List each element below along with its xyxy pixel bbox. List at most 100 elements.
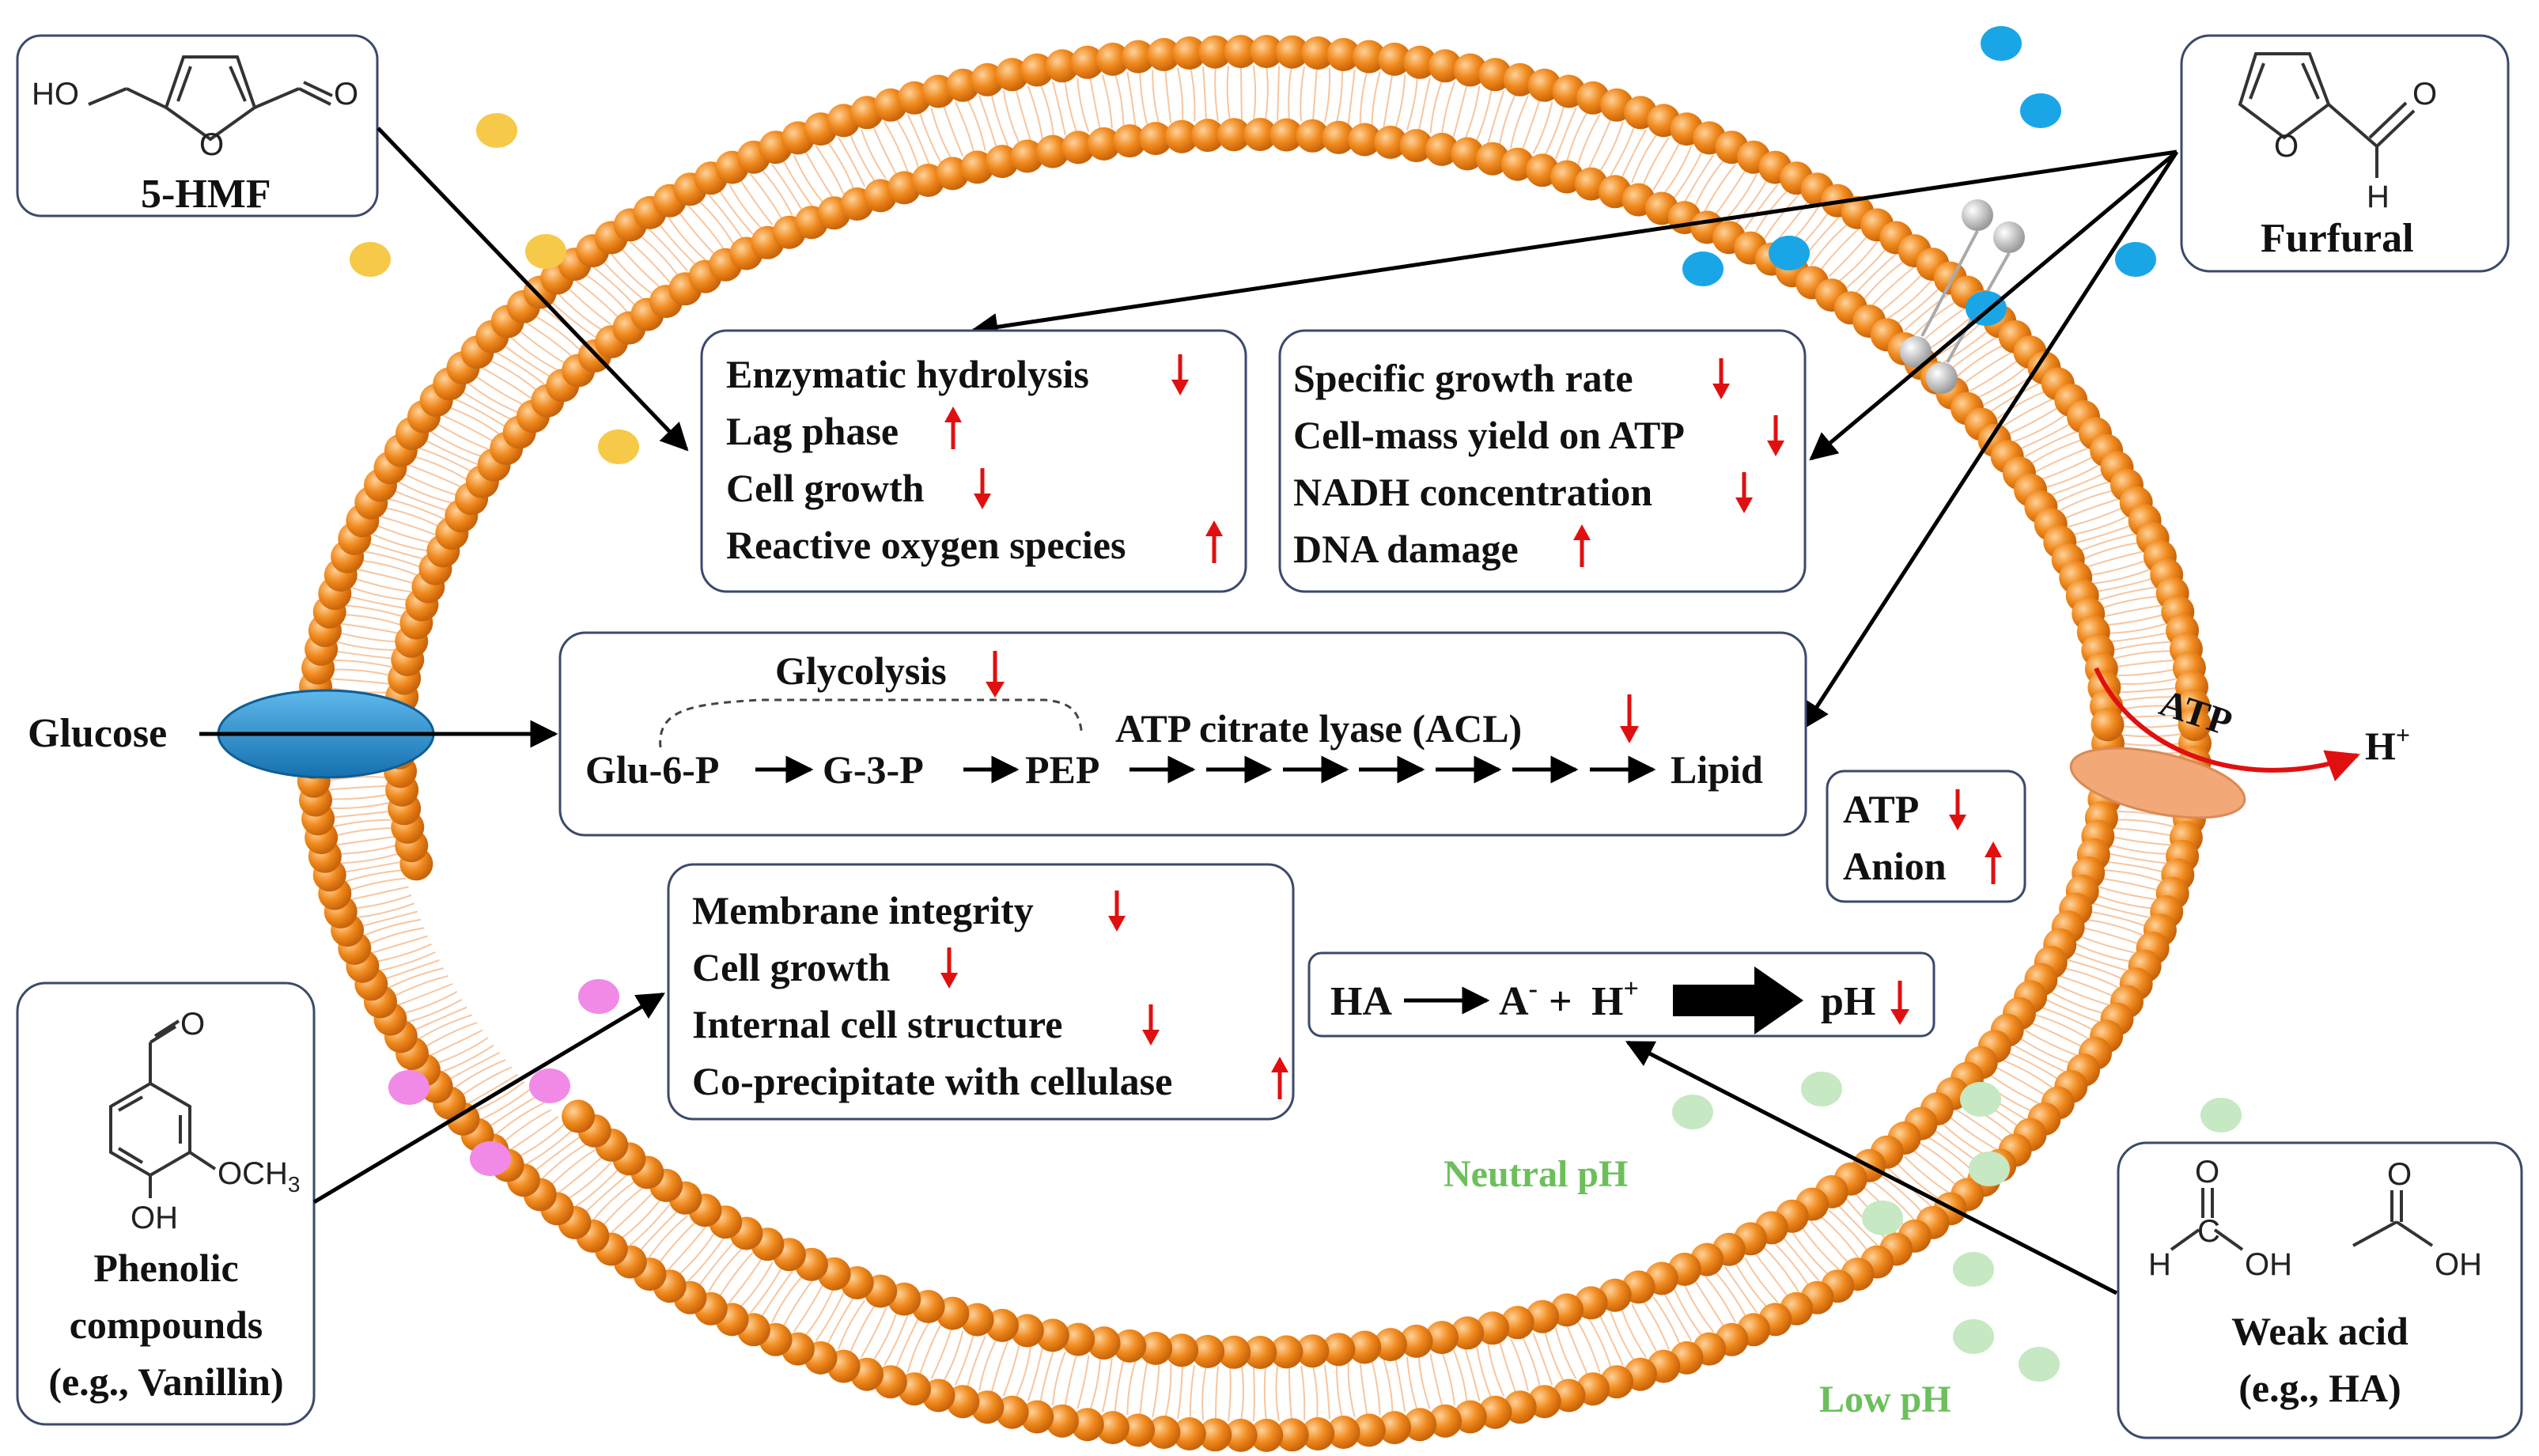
hmf-ho: HO bbox=[32, 77, 79, 112]
atp-anion-box: ATP Anion bbox=[1826, 770, 2026, 903]
anion-product: A- bbox=[1499, 974, 1538, 1024]
glycolysis-label: Glycolysis bbox=[775, 649, 947, 693]
atp-anion-item: Anion bbox=[1843, 844, 1947, 888]
acetic-oh: OH bbox=[2435, 1247, 2482, 1282]
vanillin-molecule-icon bbox=[109, 1019, 217, 1198]
acetic-o: O bbox=[2387, 1157, 2412, 1192]
atp-anion-trend-up-icon bbox=[1985, 841, 2002, 884]
furfural-effect-trend-down-icon bbox=[1712, 358, 1730, 399]
hmf-molecule-icon bbox=[88, 55, 333, 142]
furfural-effect-item: Specific growth rate bbox=[1293, 356, 1633, 400]
furfural-effect-trend-down-icon bbox=[1767, 415, 1784, 456]
furfural-particles bbox=[1682, 26, 2156, 326]
phenolic-effect-item: Internal cell structure bbox=[692, 1002, 1062, 1046]
ph-down-arrow bbox=[1890, 981, 1909, 1025]
hmf-effect-item: Cell growth bbox=[726, 466, 925, 510]
furfural-molecule-icon bbox=[2238, 52, 2416, 178]
formic-h: H bbox=[2148, 1247, 2171, 1282]
furfural-arrows bbox=[970, 149, 2179, 730]
acetic-acid-icon bbox=[2352, 1190, 2434, 1247]
phenolic-effect-item: Cell growth bbox=[692, 945, 891, 989]
furfural-effect-trend-up-icon bbox=[1573, 524, 1591, 567]
furfural-effect-item: DNA damage bbox=[1293, 527, 1519, 571]
lipid-tails bbox=[326, 65, 2181, 1422]
lipid-label: Lipid bbox=[1671, 747, 1763, 792]
phenolic-structure-box: O OCH3 OH Phenolic compounds (e.g., Vanill… bbox=[16, 981, 316, 1426]
formic-o: O bbox=[2195, 1155, 2219, 1189]
thick-arrow-icon bbox=[1673, 966, 1803, 1034]
hmf-effect-trend-down-icon bbox=[974, 468, 991, 509]
weak-acid-name-line: (e.g., HA) bbox=[2238, 1366, 2401, 1410]
pep-label: PEP bbox=[1025, 747, 1099, 792]
acid-reaction-box: HA A- + H+ pH bbox=[1307, 951, 1935, 1038]
vanillin-ald-o: O bbox=[180, 1007, 205, 1042]
phenolic-effect-item: Membrane integrity bbox=[692, 888, 1034, 932]
vanillin-och3: OCH3 bbox=[218, 1156, 300, 1197]
pathway-box: Glycolysis ATP citrate lyase (ACL) Glu-6… bbox=[558, 631, 1807, 837]
outer-lipid-heads bbox=[296, 35, 2212, 1452]
hmf-effect-item: Reactive oxygen species bbox=[726, 523, 1126, 567]
furfural-effect-item: NADH concentration bbox=[1293, 470, 1652, 514]
furfural-name: Furfural bbox=[2261, 216, 2414, 261]
phenolic-name-line: (e.g., Vanillin) bbox=[48, 1360, 283, 1404]
formic-acid-icon bbox=[2170, 1188, 2244, 1251]
furfural-effect-item: Cell-mass yield on ATP bbox=[1293, 413, 1685, 457]
hmf-effect-trend-down-icon bbox=[1171, 354, 1189, 395]
acl-down-arrow bbox=[1620, 694, 1639, 743]
phenolic-name-line: Phenolic bbox=[93, 1246, 238, 1290]
hmf-ald-o: O bbox=[334, 77, 358, 112]
atp-anion-trend-down-icon bbox=[1949, 789, 1966, 830]
glycolysis-bracket bbox=[659, 698, 1084, 748]
phenolic-effect-trend-down-icon bbox=[1142, 1004, 1160, 1046]
formic-oh: OH bbox=[2245, 1247, 2292, 1282]
acl-label: ATP citrate lyase (ACL) bbox=[1115, 706, 1522, 751]
hmf-particles bbox=[350, 113, 639, 464]
furfural-ring-o: O bbox=[2274, 129, 2299, 164]
proton-export-arrow bbox=[2094, 667, 2360, 781]
hmf-structure-box: HO O O 5-HMF bbox=[16, 34, 379, 217]
g3p-label: G-3-P bbox=[823, 747, 924, 792]
hmf-effect-item: Enzymatic hydrolysis bbox=[726, 352, 1089, 396]
weak-acid-particles bbox=[1672, 1072, 2242, 1382]
neutral-ph-label: Neutral pH bbox=[1444, 1153, 1628, 1195]
furfural-ald-o: O bbox=[2412, 77, 2437, 112]
phenolic-effect-trend-down-icon bbox=[1108, 891, 1126, 932]
low-ph-label: Low pH bbox=[1819, 1378, 1951, 1420]
phenolic-effect-trend-down-icon bbox=[940, 947, 958, 989]
weak-acid-structure-box: O H C OH O OH Weak acid (e.g., HA) bbox=[2117, 1141, 2523, 1439]
phenolic-effect-item: Co-precipitate with cellulase bbox=[692, 1059, 1172, 1103]
hmf-arrow bbox=[376, 127, 689, 452]
atp-anion-item: ATP bbox=[1843, 787, 1919, 831]
phenolic-name-line: compounds bbox=[70, 1303, 263, 1347]
hmf-ring-o: O bbox=[199, 127, 224, 162]
hmf-effect-trend-up-icon bbox=[944, 407, 962, 449]
furfural-h: H bbox=[2367, 180, 2390, 214]
furfural-structure-box: O O H Furfural bbox=[2180, 34, 2510, 273]
hmf-effect-trend-up-icon bbox=[1205, 520, 1223, 563]
proton-pump-icon bbox=[2069, 747, 2246, 819]
pump-atp-label: ATP bbox=[2155, 682, 2237, 744]
plus-sign: + bbox=[1549, 979, 1572, 1024]
weak-acid-arrow bbox=[1625, 1040, 2118, 1295]
phenolic-effect-trend-up-icon bbox=[1271, 1057, 1288, 1099]
vanillin-oh: OH bbox=[131, 1201, 178, 1235]
glucose-label: Glucose bbox=[28, 711, 167, 756]
glycolysis-down-arrow bbox=[986, 651, 1005, 698]
glu6p-label: Glu-6-P bbox=[585, 747, 719, 792]
cell-membrane bbox=[296, 35, 2212, 1452]
ph-label: pH bbox=[1821, 979, 1875, 1024]
proton-product: H+ bbox=[1591, 974, 1639, 1024]
formic-c: C bbox=[2197, 1214, 2220, 1249]
hmf-name: 5-HMF bbox=[141, 172, 271, 217]
hmf-effect-item: Lag phase bbox=[726, 409, 899, 453]
phenolic-arrow bbox=[312, 992, 666, 1205]
ha-label: HA bbox=[1330, 979, 1392, 1024]
weak-acid-name-line: Weak acid bbox=[2231, 1309, 2408, 1353]
phenolic-particles bbox=[388, 979, 619, 1176]
proton-out-label: H+ bbox=[2365, 720, 2410, 768]
